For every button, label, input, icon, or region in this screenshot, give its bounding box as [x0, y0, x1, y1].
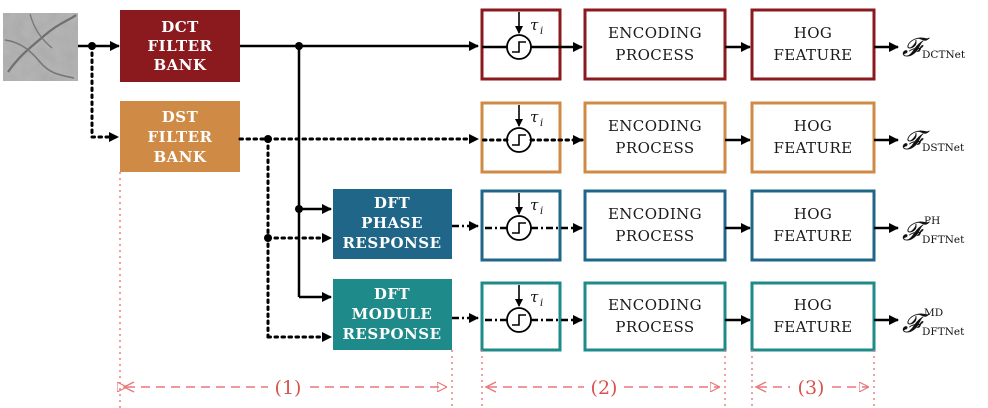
dst-encoding-line-1: ENCODING: [608, 117, 702, 135]
ph-encoding-line-1: ENCODING: [608, 205, 702, 223]
dst-hog-line-2: FEATURE: [773, 139, 852, 157]
dft-module-line-1: DFT: [374, 285, 411, 303]
dft-phase-response-box: DFT PHASE RESPONSE: [333, 189, 452, 259]
dst-output-subscript: DSTNet: [922, 142, 965, 154]
ph-hog-line-1: HOG: [794, 205, 833, 223]
ph-encoding-box: [583, 189, 727, 262]
phase-1-span: (1): [124, 377, 446, 399]
md-encoding-line-1: ENCODING: [608, 296, 702, 314]
md-hog-line-2: FEATURE: [773, 318, 852, 336]
dct-line-3: BANK: [153, 56, 207, 74]
dct-encoding-line-2: PROCESS: [615, 46, 694, 64]
phase-3-span: (3): [754, 377, 868, 399]
dst-line-3: BANK: [153, 148, 207, 166]
dst-line-2: FILTER: [147, 128, 212, 146]
dct-tau-symbol: τ: [530, 16, 539, 34]
dst-line-1: DST: [162, 108, 199, 126]
dct-hog-box: [750, 8, 876, 81]
dst-connectors: [238, 134, 480, 342]
dft-module-response-box: DFT MODULE RESPONSE: [333, 279, 452, 350]
ph-tau-symbol: τ: [530, 196, 539, 214]
dft-phase-line-1: DFT: [374, 194, 411, 212]
dst-tau-symbol: τ: [530, 108, 539, 126]
dst-hog-box: [750, 101, 876, 174]
dft-module-row: τ i ENCODING PROCESS HOG FEATURE 𝓕 MD DF…: [480, 281, 965, 352]
phase-3-label: (3): [798, 377, 825, 399]
dct-encoding-line-1: ENCODING: [608, 24, 702, 42]
ph-output-superscript: PH: [924, 215, 940, 227]
ph-output-subscript: DFTNet: [922, 234, 965, 246]
phase-1-label: (1): [275, 377, 302, 399]
ph-tau-subscript: i: [540, 206, 543, 217]
dst-hog-line-1: HOG: [794, 117, 833, 135]
dct-line-2: FILTER: [147, 37, 212, 55]
ph-hog-line-2: FEATURE: [773, 227, 852, 245]
dft-module-line-2: MODULE: [352, 305, 433, 323]
md-hog-line-1: HOG: [794, 296, 833, 314]
dct-hog-line-2: FEATURE: [773, 46, 852, 64]
phase-guides: [119, 172, 875, 408]
dct-row: τ i ENCODING PROCESS HOG FEATURE 𝓕 DCTNe…: [480, 8, 966, 81]
input-vein-image: [3, 13, 78, 81]
dct-connectors: [240, 41, 479, 302]
md-tau-symbol: τ: [530, 288, 539, 306]
md-hog-box: [750, 281, 876, 352]
phase-2-label: (2): [591, 377, 618, 399]
input-connectors: [78, 41, 120, 142]
dct-hog-line-1: HOG: [794, 24, 833, 42]
dft-phase-line-2: PHASE: [361, 214, 423, 232]
dst-tau-subscript: i: [540, 118, 543, 129]
phase-2-span: (2): [484, 377, 719, 399]
dft-module-line-3: RESPONSE: [342, 325, 441, 343]
dct-line-1: DCT: [161, 18, 199, 36]
dct-tau-subscript: i: [540, 26, 543, 37]
dst-encoding-box: [583, 101, 727, 174]
dft-phase-row: τ i ENCODING PROCESS HOG FEATURE 𝓕 PH DF…: [480, 189, 965, 262]
md-tau-subscript: i: [540, 298, 543, 309]
dct-filter-bank-box: DCT FILTER BANK: [120, 10, 240, 82]
dst-filter-bank-box: DST FILTER BANK: [120, 101, 240, 172]
dst-row: τ i ENCODING PROCESS HOG FEATURE 𝓕 DSTNe…: [480, 101, 965, 174]
dct-output-subscript: DCTNet: [922, 49, 966, 61]
md-encoding-box: [583, 281, 727, 352]
dct-encoding-box: [583, 8, 727, 81]
md-output-superscript: MD: [924, 307, 943, 319]
md-encoding-line-2: PROCESS: [615, 318, 694, 336]
dft-phase-line-3: RESPONSE: [342, 234, 441, 252]
ph-encoding-line-2: PROCESS: [615, 227, 694, 245]
md-output-subscript: DFTNet: [922, 326, 965, 338]
ph-hog-box: [750, 189, 876, 262]
dst-encoding-line-2: PROCESS: [615, 139, 694, 157]
dft-connectors: [452, 221, 479, 323]
